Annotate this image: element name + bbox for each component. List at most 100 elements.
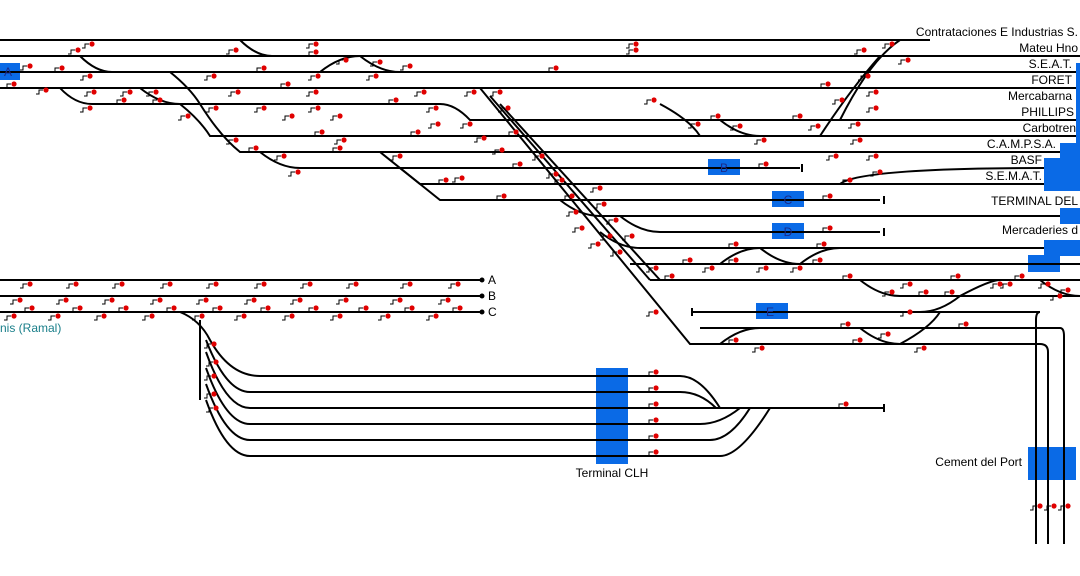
signal [569,193,575,199]
signal-post [754,139,761,145]
signal-post [644,99,651,105]
signal [501,193,507,199]
signal [653,401,659,407]
track [819,55,881,137]
signal [997,281,1003,287]
signal [289,113,295,119]
signal-post [66,283,73,289]
signal-post [858,75,865,81]
signal-post [708,115,715,121]
signal [653,369,659,375]
signal-post [870,171,877,177]
track [499,103,661,281]
signal-post [402,307,409,313]
signal [11,81,17,87]
signal-post [808,125,815,131]
signal-post [312,131,319,137]
signal-post [4,315,11,321]
signal-post [414,91,421,97]
signal-post [850,139,857,145]
signal [653,449,659,455]
signal [949,289,955,295]
signal-post [588,243,595,249]
signal [457,305,463,311]
signal-post [900,311,907,317]
signal [601,201,607,207]
signal [653,417,659,423]
track [399,167,880,201]
track [700,327,1065,544]
signal-post [56,299,63,305]
signal-post [854,49,861,55]
signal [733,337,739,343]
signal-post [160,283,167,289]
signal [265,305,271,311]
signal-post [150,99,157,105]
signal [235,89,241,95]
signal [295,169,301,175]
signal [157,97,163,103]
signal-post [436,179,443,185]
signal [607,233,613,239]
signal [397,153,403,159]
signal [653,385,659,391]
signal [315,73,321,79]
signal [77,305,83,311]
signal [1019,273,1025,279]
signal [199,313,205,319]
track [719,119,761,137]
signal-post [572,227,579,233]
signal-post [428,123,435,129]
signal [553,65,559,71]
signal [211,391,217,397]
signal-post [626,49,633,55]
signal-post [450,307,457,313]
signal-post [726,259,733,265]
signal [353,281,359,287]
signal [55,313,61,319]
signal-post [80,75,87,81]
signal-post [646,311,653,317]
signal [313,41,319,47]
track [599,231,1044,249]
signal [617,249,623,255]
signal [539,153,545,159]
signal [855,121,861,127]
signal [421,89,427,95]
signal-post [730,125,737,131]
signal-post [606,219,613,225]
signal [709,265,715,271]
signal [149,313,155,319]
signal [377,59,383,65]
signal [737,123,743,129]
block-e-label: E [766,305,774,319]
track [205,351,884,409]
signal [923,289,929,295]
signal-post [460,123,467,129]
signal-post [20,283,27,289]
signal-post [562,195,569,201]
signal-post [244,299,251,305]
signal-post [226,49,233,55]
signal-post [1000,283,1007,289]
block-d-label: D [784,225,793,239]
signal [1057,293,1063,299]
signal-post [94,315,101,321]
signal [761,137,767,143]
signal-post [840,275,847,281]
signal-post [818,83,825,89]
signal-post [752,347,759,353]
signal [467,121,473,127]
signal [857,137,863,143]
signal-post [228,91,235,97]
signal [89,41,95,47]
signal-post [898,59,905,65]
signal-post [914,347,921,353]
signal [251,297,257,303]
signal [633,41,639,47]
signal [827,193,833,199]
signal-post [254,67,261,73]
signal [517,161,523,167]
signal [963,321,969,327]
signal-post [426,107,433,113]
